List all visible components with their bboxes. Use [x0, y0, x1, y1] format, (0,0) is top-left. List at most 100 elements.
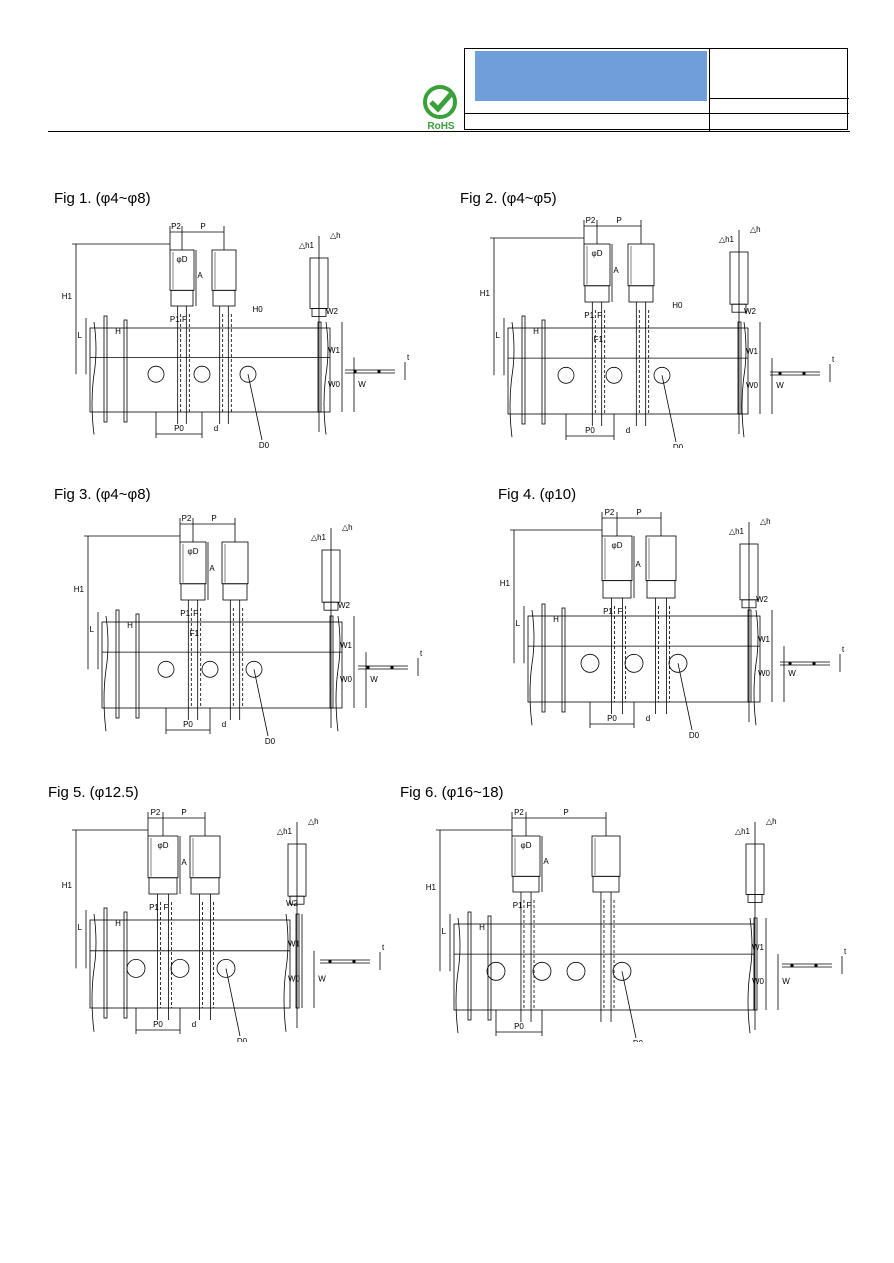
dimension-label-a: A [543, 857, 549, 866]
tape-break-right [741, 321, 747, 438]
drawing-rect [541, 319, 546, 425]
drawing-line [247, 374, 263, 441]
drawing-rect [487, 915, 492, 1021]
drawing-rect [521, 315, 526, 425]
section-dot [377, 369, 381, 374]
dimension-label-f: F [597, 311, 602, 320]
document-header: RoHS [0, 0, 894, 140]
sprocket-hole [126, 958, 146, 978]
dimension-label-f1: F1 [190, 629, 200, 638]
dimension-label-p1: P1 [149, 903, 159, 912]
figure-title: Fig 2. (φ4~φ5) [460, 190, 557, 207]
drawing-rect [148, 877, 178, 895]
dimension-label-dh: △h [330, 231, 341, 240]
sprocket-hole [605, 366, 623, 384]
dimension-label-h1: H1 [500, 579, 511, 588]
dimension-label-f: F [526, 901, 531, 910]
dimension-label-d: d [222, 720, 226, 729]
dimension-label-p2: P2 [514, 808, 524, 817]
figure-title: Fig 6. (φ16~18) [400, 784, 504, 801]
dimension-label-w1: W1 [340, 641, 353, 650]
drawing-rect [211, 249, 237, 291]
drawing-rect [190, 877, 220, 895]
dimension-label-h: H [115, 327, 121, 336]
title-block [464, 48, 849, 131]
figure-6-drawing: P2PφDAH1LHP1FW1W0WP0D0△h1△ht [426, 808, 847, 1048]
dimension-label-h1: H1 [426, 883, 437, 892]
drawing-line [677, 663, 693, 731]
drawing-rect [541, 603, 546, 713]
dimension-label-l: L [78, 331, 83, 340]
sprocket-hole [566, 961, 586, 981]
tape-break-left [91, 321, 97, 435]
drawing-rect [527, 615, 761, 703]
dimension-label-p2: P2 [182, 514, 192, 523]
sprocket-hole [532, 961, 552, 981]
sprocket-hole [216, 958, 236, 978]
dimension-label-p0: P0 [585, 426, 595, 435]
dimension-label-w2: W2 [756, 595, 769, 604]
dimension-label-t: t [832, 355, 835, 364]
dimension-label-phid: φD [612, 541, 623, 550]
section-dot [778, 371, 782, 376]
dimension-label-w: W [782, 977, 790, 986]
drawing-rect [135, 613, 140, 719]
dimension-label-d0: D0 [259, 441, 270, 448]
dimension-label-w2: W2 [326, 307, 339, 316]
sprocket-hole [239, 365, 257, 383]
sprocket-hole [157, 660, 175, 678]
dimension-label-p: P [636, 508, 641, 517]
dimension-label-h: H [479, 923, 485, 932]
section-dot [788, 661, 792, 666]
rohs-label: RoHS [427, 121, 455, 132]
figure-title: Fig 3. (φ4~φ8) [54, 486, 151, 503]
drawing-rect [123, 911, 128, 1019]
dimension-label-p0: P0 [153, 1020, 163, 1029]
dimension-label-p: P [616, 216, 621, 225]
dimension-label-phid: φD [158, 841, 169, 850]
figure-title: Fig 4. (φ10) [498, 486, 577, 503]
dimension-label-f: F [193, 609, 198, 618]
tape-break-left [103, 615, 109, 732]
dimension-label-phid: φD [592, 249, 603, 258]
dimension-label-w1: W1 [752, 943, 765, 952]
dimension-label-p1: P1 [584, 311, 594, 320]
header-rule [48, 131, 850, 132]
dimension-label-p0: P0 [174, 424, 184, 433]
dimension-label-p2: P2 [605, 508, 615, 517]
drawing-rect [645, 535, 677, 582]
drawing-rect [103, 315, 108, 423]
dimension-label-f: F [618, 607, 623, 616]
dimension-label-f: F [182, 315, 187, 324]
drawing-rect [221, 541, 249, 585]
dimension-label-h0: H0 [252, 305, 263, 314]
section-dot [352, 959, 356, 964]
tape-break-right [747, 917, 753, 1034]
dimension-label-p1: P1 [513, 901, 523, 910]
dimension-label-l: L [442, 927, 447, 936]
sprocket-hole [612, 961, 632, 981]
dimension-label-d: d [214, 424, 218, 433]
tape-break-right [753, 609, 759, 726]
dimension-label-w1: W1 [746, 347, 759, 356]
rohs-check-icon [423, 85, 457, 119]
dimension-label-a: A [209, 564, 215, 573]
drawing-rect [189, 835, 221, 879]
dimension-label-a: A [635, 560, 641, 569]
drawing-rect [180, 583, 206, 601]
sprocket-hole [580, 653, 600, 673]
dimension-label-w2: W2 [744, 307, 757, 316]
dimension-label-t: t [842, 645, 845, 654]
dimension-label-p1: P1 [180, 609, 190, 618]
section-dot [390, 665, 394, 670]
dimension-label-p: P [211, 514, 216, 523]
rohs-logo: RoHS [418, 84, 464, 136]
drawing-rect [584, 285, 610, 303]
drawing-line [661, 375, 677, 443]
section-dot [353, 369, 357, 374]
